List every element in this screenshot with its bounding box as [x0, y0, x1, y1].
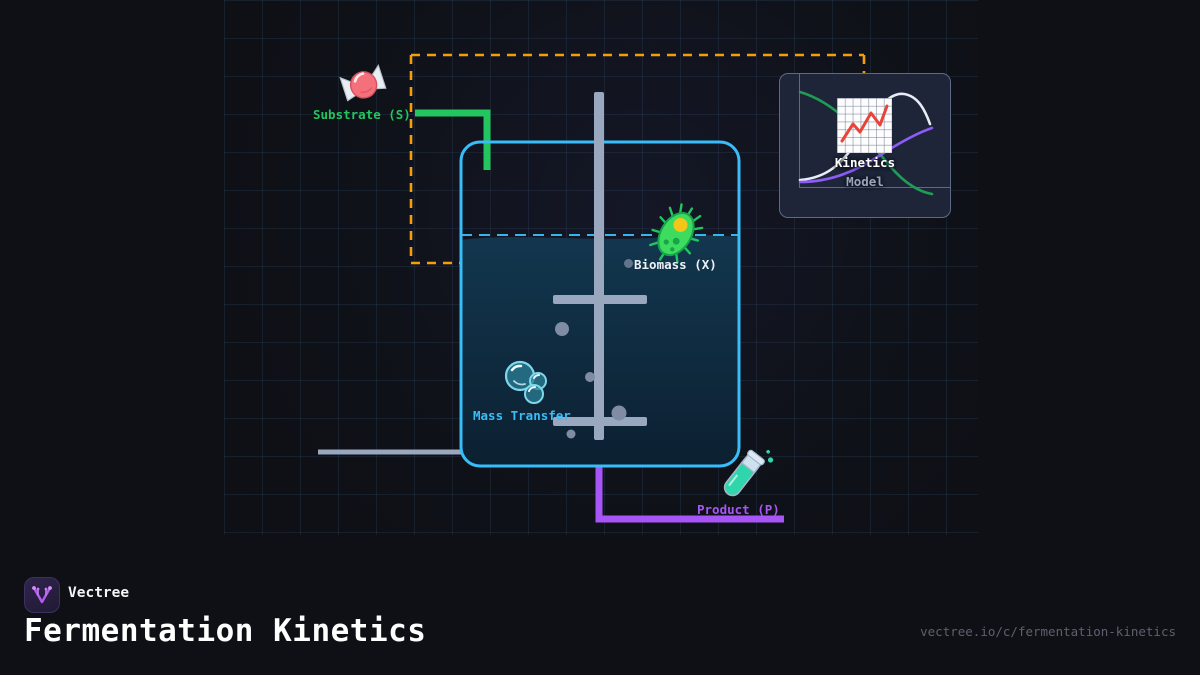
- card-subtitle: Model: [846, 174, 884, 189]
- gas-bubble: [555, 322, 569, 336]
- gas-bubble: [585, 372, 595, 382]
- substrate-decay-curve: [798, 90, 934, 196]
- footer-bar: [0, 535, 1200, 675]
- impeller-blade-lower: [553, 417, 647, 426]
- product-pipe: [595, 466, 784, 523]
- card-title: Kinetics: [834, 155, 896, 170]
- bubbles-emoji: [504, 360, 547, 404]
- brand-name: Vectree: [68, 585, 130, 601]
- label-biomass: Biomass (X): [634, 257, 717, 272]
- biomass-bullet: [624, 259, 633, 268]
- page-title: Fermentation Kinetics: [24, 613, 427, 649]
- kinetics-model-card[interactable]: Kinetics Model: [779, 73, 951, 218]
- label-mass-transfer: Mass Transfer: [473, 408, 571, 423]
- label-substrate: Substrate (S): [313, 107, 411, 122]
- label-product: Product (P): [697, 502, 780, 517]
- impeller-shaft: [594, 92, 604, 440]
- substrate-pipe: [415, 109, 491, 170]
- vectree-tree-logo: [24, 577, 60, 613]
- test-tube-emoji: [723, 449, 774, 497]
- microbe-emoji: [649, 203, 704, 264]
- product-formation-curve: [798, 126, 934, 184]
- line-chart-icon: [837, 98, 892, 153]
- gas-bubble: [566, 429, 576, 439]
- gas-bubble: [611, 405, 627, 421]
- page-url: vectree.io/c/fermentation-kinetics: [920, 624, 1176, 639]
- candy-emoji: [339, 64, 387, 102]
- card-inner-frame: [799, 74, 950, 188]
- impeller-blade-upper: [553, 295, 647, 304]
